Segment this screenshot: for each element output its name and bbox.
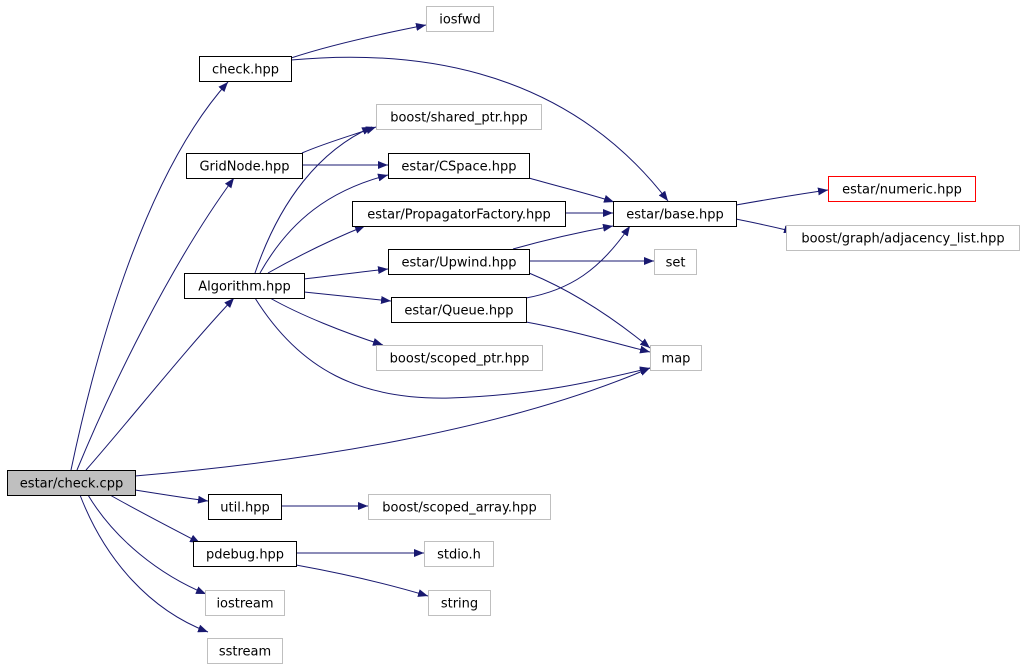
- node-box: [654, 249, 697, 275]
- node-gridnode-hpp[interactable]: GridNode.hpp: [186, 153, 303, 179]
- node-label: check.hpp: [212, 63, 279, 78]
- node-string: string: [428, 590, 491, 616]
- node-label: GridNode.hpp: [199, 160, 289, 175]
- node-label: boost/graph/adjacency_list.hpp: [801, 232, 1004, 247]
- node-box: [388, 153, 530, 179]
- node-box: [199, 56, 292, 82]
- node-pdebug-hpp[interactable]: pdebug.hpp: [193, 541, 297, 567]
- edge-algorithm_hpp-to-estar_propfactory: [267, 225, 366, 274]
- edge-estar_cspace-to-estar_base: [528, 177, 615, 203]
- node-label: estar/base.hpp: [626, 208, 723, 223]
- node-box: [786, 225, 1020, 251]
- node-util-hpp[interactable]: util.hpp: [208, 494, 282, 520]
- edge-check_hpp-to-iosfwd: [290, 22, 427, 59]
- node-box: [388, 249, 530, 275]
- node-box: [650, 345, 702, 371]
- edge-estar_upwind-to-estar_base: [512, 223, 614, 250]
- node-estar-propfactory[interactable]: estar/PropagatorFactory.hpp: [352, 201, 566, 227]
- edge-estar_check_cpp-to-gridnode_hpp: [76, 177, 235, 471]
- edge-estar_check_cpp-to-map: [134, 367, 651, 477]
- node-estar-numeric: estar/numeric.hpp: [828, 176, 976, 202]
- node-iosfwd: iosfwd: [426, 6, 494, 32]
- edge-algorithm_hpp-to-estar_queue: [303, 291, 392, 305]
- node-set: set: [654, 249, 697, 275]
- edge-estar_check_cpp-to-util_hpp: [134, 489, 209, 504]
- node-label: estar/PropagatorFactory.hpp: [367, 208, 551, 223]
- node-box: [613, 201, 737, 227]
- node-label: set: [666, 256, 686, 271]
- edge-algorithm_hpp-to-boost_shared_ptr: [254, 126, 373, 274]
- node-label: string: [441, 597, 478, 612]
- node-boost-shared-ptr: boost/shared_ptr.hpp: [376, 104, 542, 130]
- node-label: pdebug.hpp: [206, 548, 284, 563]
- node-estar-upwind[interactable]: estar/Upwind.hpp: [388, 249, 530, 275]
- edge-estar_base-to-boost_adjacency: [735, 218, 795, 234]
- node-label: stdio.h: [437, 548, 481, 563]
- edge-estar_queue-to-map: [525, 321, 651, 354]
- edge-estar_check_cpp-to-pdebug_hpp: [109, 494, 201, 544]
- node-box: [207, 638, 283, 664]
- node-algorithm-hpp[interactable]: Algorithm.hpp: [184, 273, 305, 299]
- edge-estar_check_cpp-to-algorithm_hpp: [85, 297, 235, 471]
- edge-algorithm_hpp-to-boost_scoped_ptr: [269, 297, 384, 346]
- node-label: estar/check.cpp: [20, 477, 123, 492]
- edge-estar_check_cpp-to-iostream: [87, 494, 207, 595]
- node-box: [391, 297, 527, 323]
- node-box: [424, 541, 494, 567]
- edge-estar_check_cpp-to-check_hpp: [70, 81, 229, 471]
- node-label: estar/Upwind.hpp: [402, 256, 517, 271]
- edge-estar_base-to-estar_numeric: [735, 187, 829, 206]
- node-box: [7, 470, 136, 496]
- node-estar-check-cpp: estar/check.cpp: [7, 470, 136, 496]
- node-box: [376, 345, 543, 371]
- node-sstream: sstream: [207, 638, 283, 664]
- node-label: boost/scoped_ptr.hpp: [390, 352, 530, 367]
- node-estar-queue[interactable]: estar/Queue.hpp: [391, 297, 527, 323]
- node-label: estar/CSpace.hpp: [401, 160, 516, 175]
- edge-check_hpp-to-estar_base: [290, 56, 669, 202]
- node-boost-adjacency: boost/graph/adjacency_list.hpp: [786, 225, 1020, 251]
- node-check-hpp[interactable]: check.hpp: [199, 56, 292, 82]
- node-box: [428, 590, 491, 616]
- node-box: [828, 176, 976, 202]
- edge-algorithm_hpp-to-estar_upwind: [303, 266, 389, 280]
- node-label: estar/numeric.hpp: [842, 183, 962, 198]
- edge-estar_queue-to-estar_base: [525, 225, 631, 299]
- node-label: estar/Queue.hpp: [404, 304, 513, 319]
- edge-algorithm_hpp-to-map: [254, 297, 651, 399]
- node-estar-base[interactable]: estar/base.hpp: [613, 201, 737, 227]
- node-box: [426, 6, 494, 32]
- node-label: iosfwd: [439, 13, 481, 28]
- node-box: [184, 273, 305, 299]
- nodes-layer: estar/check.cpp check.hpp iosfwdGridNode.h…: [7, 6, 1020, 664]
- node-label: iostream: [216, 597, 273, 612]
- node-box: [368, 494, 551, 520]
- node-boost-scoped-ptr: boost/scoped_ptr.hpp: [376, 345, 543, 371]
- node-box: [186, 153, 303, 179]
- node-label: map: [662, 352, 691, 367]
- node-box: [208, 494, 282, 520]
- edge-algorithm_hpp-to-estar_cspace: [259, 173, 389, 274]
- node-box: [352, 201, 566, 227]
- edges-layer: [70, 22, 829, 633]
- node-label: boost/shared_ptr.hpp: [390, 111, 528, 126]
- node-label: util.hpp: [220, 501, 269, 516]
- edge-pdebug_hpp-to-string: [295, 564, 429, 597]
- edge-estar_upwind-to-map: [528, 272, 651, 349]
- node-boost-scoped-array: boost/scoped_array.hpp: [368, 494, 551, 520]
- node-label: Algorithm.hpp: [198, 280, 291, 295]
- node-box: [376, 104, 542, 130]
- node-map: map: [650, 345, 702, 371]
- node-stdio-h: stdio.h: [424, 541, 494, 567]
- node-box: [193, 541, 297, 567]
- node-estar-cspace[interactable]: estar/CSpace.hpp: [388, 153, 530, 179]
- node-label: boost/scoped_array.hpp: [382, 501, 536, 516]
- node-iostream: iostream: [205, 590, 285, 616]
- node-label: sstream: [219, 645, 271, 660]
- edge-estar_check_cpp-to-sstream: [79, 494, 209, 633]
- node-box: [205, 590, 285, 616]
